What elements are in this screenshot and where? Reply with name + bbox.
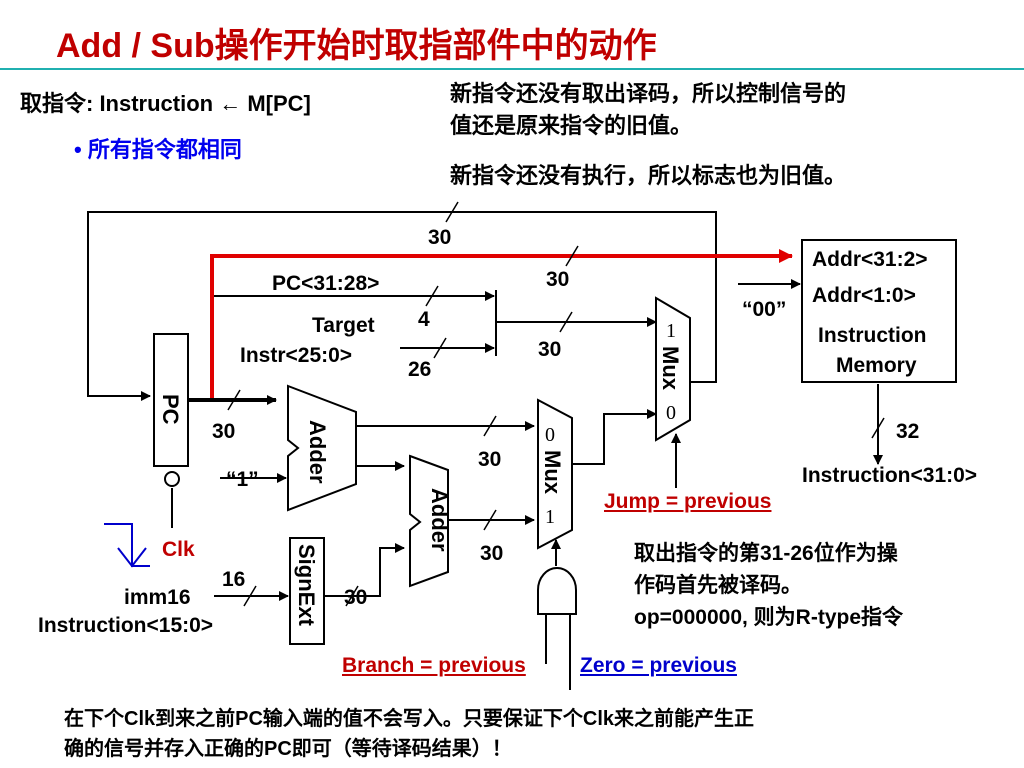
note-control-signals: 新指令还没有取出译码，所以控制信号的 值还是原来指令的旧值。 [450,78,846,142]
imm16-label: imm16 [124,586,191,609]
fetch-equation: 取指令: Instruction ← M[PC] [20,91,311,116]
zero-signal: Zero = previous [580,654,737,677]
pc-31-28-label: PC<31:28> [272,272,380,295]
mux-mid-in0: 0 [545,424,555,446]
branch-signal: Branch = previous [342,654,526,677]
instr-15-0-label: Instruction<15:0> [38,614,214,637]
instruction-31-0-label: Instruction<31:0> [802,464,978,487]
width-30-pc: 30 [212,420,236,443]
mux-top-label: Mux [658,346,683,390]
width-30-adder: 30 [478,448,502,471]
memory-addr-lo: Addr<1:0> [812,284,916,307]
note-control-line-2: 值还是原来指令的旧值。 [450,113,693,138]
note-decode-line-1: 取出指令的第31-26位作为操 [634,542,898,565]
title-divider [0,68,1024,70]
note-control-line-1: 新指令还没有取出译码，所以控制信号的 [450,81,847,106]
width-4: 4 [418,308,430,331]
clk-label: Clk [162,538,195,561]
bottom-note-line-2: 确的信号并存入正确的PC即可（等待译码结果）！ [64,738,512,760]
target-label: Target [312,314,375,337]
jump-signal: Jump = previous [604,490,772,513]
mux-mid-in1: 1 [545,506,555,528]
page-title: Add / Sub操作开始时取指部件中的动作 [56,27,657,65]
width-30-concat: 30 [538,338,562,361]
constant-one: “1” [226,468,259,491]
adder-top-label: Adder [305,420,330,484]
mux-top-in0: 0 [666,402,676,424]
note-decode-line-3: op=000000, 则为R-type指令 [634,606,904,629]
bottom-note-line-1: 在下个Clk到来之前PC输入端的值不会写入。只要保证下个Clk来之前能产生正 [64,708,755,730]
bottom-note: 在下个Clk到来之前PC输入端的值不会写入。只要保证下个Clk来之前能产生正 确… [64,704,754,764]
signext-label: SignExt [294,544,319,626]
width-16: 16 [222,568,246,591]
mux-mid-label: Mux [540,450,565,494]
memory-name-1: Instruction [818,324,927,347]
note-decode-line-2: 作码首先被译码。 [634,574,802,597]
const-00: “00” [742,298,787,321]
width-30-top: 30 [428,226,452,249]
note-flags: 新指令还没有执行，所以标志也为旧值。 [450,163,847,188]
bullet-all-instructions: • 所有指令都相同 [74,137,242,162]
instr-25-0-label: Instr<25:0> [240,344,353,367]
memory-name-2: Memory [836,354,917,377]
mux-top-in1: 1 [666,320,676,342]
pc-register-label: PC [158,394,183,425]
width-30-addr: 30 [546,268,570,291]
width-32: 32 [896,420,920,443]
note-decode: 取出指令的第31-26位作为操 作码首先被译码。 op=000000, 则为R-… [634,538,903,634]
width-26: 26 [408,358,432,381]
width-30-adder2: 30 [480,542,504,565]
adder-bottom-label: Adder [427,488,452,552]
memory-addr-hi: Addr<31:2> [812,248,928,271]
width-30-signext: 30 [344,586,368,609]
